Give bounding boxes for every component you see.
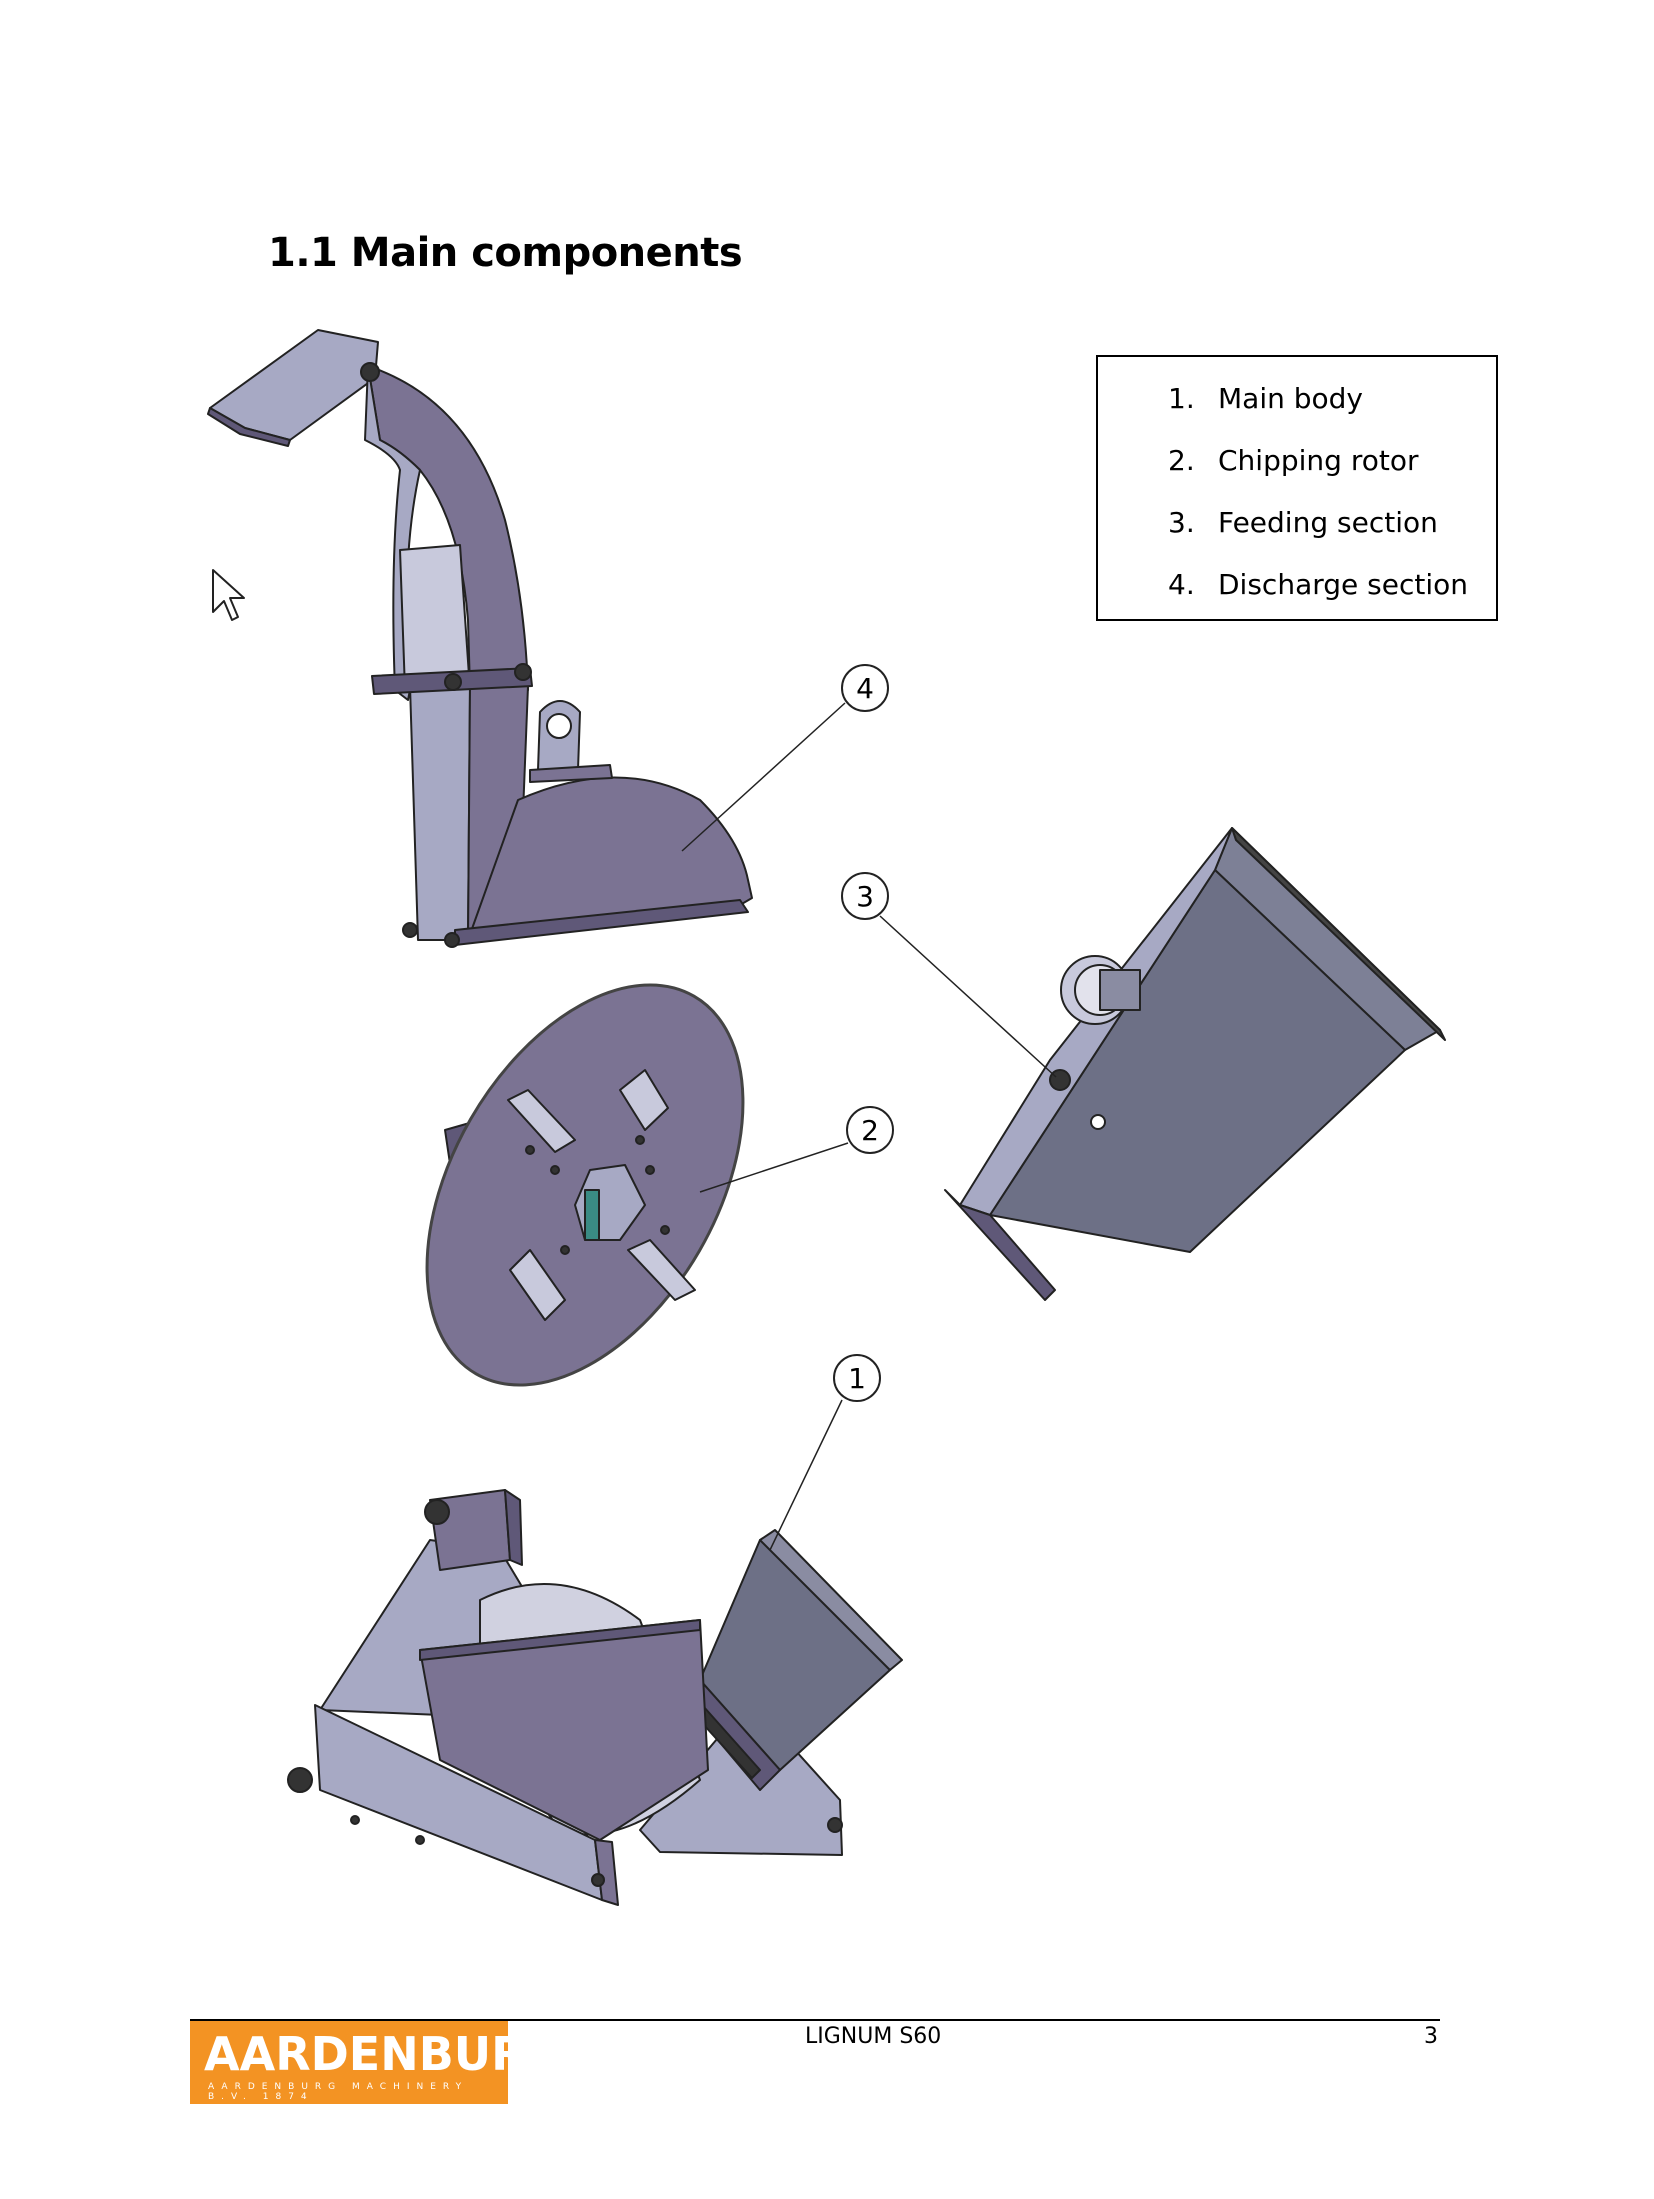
footer-product-name: LIGNUM S60 — [805, 2024, 942, 2049]
logo-subtext: AARDENBURG MACHINERY B.V. 1874 — [208, 2082, 469, 2102]
footer-rule — [190, 2019, 1440, 2021]
page-number: 3 — [1424, 2024, 1438, 2049]
legend-item-number: 3. — [1168, 505, 1195, 539]
logo-text: AARDENBURG — [204, 2027, 565, 2081]
callout-2: 2 — [699, 1106, 894, 1193]
callout-number: 4 — [856, 672, 874, 705]
callout-4: 4 — [681, 664, 889, 852]
legend-item-label: Feeding section — [1218, 505, 1438, 539]
feeding-section-drawing — [944, 827, 1446, 1301]
components-legend: 1. Main body 2. Chipping rotor 3. Feedin… — [1096, 355, 1498, 621]
legend-list: 1. Main body 2. Chipping rotor 3. Feedin… — [1168, 367, 1468, 615]
legend-item: 1. Main body — [1168, 367, 1468, 429]
mouse-cursor-icon — [212, 569, 245, 621]
callout-number: 1 — [848, 1362, 866, 1395]
callout-number: 3 — [856, 880, 874, 913]
callout-1: 1 — [769, 1354, 881, 1551]
legend-item: 2. Chipping rotor — [1168, 429, 1468, 491]
legend-item: 4. Discharge section — [1168, 553, 1468, 615]
legend-item-number: 2. — [1168, 443, 1195, 477]
callout-number: 2 — [861, 1114, 879, 1147]
company-logo: AARDENBURG AARDENBURG MACHINERY B.V. 187… — [190, 2021, 564, 2104]
page-title: 1.1 Main components — [268, 230, 743, 276]
callout-3: 3 — [841, 872, 1057, 1078]
main-body-drawing — [287, 1489, 903, 1906]
legend-item-number: 1. — [1168, 381, 1195, 415]
chipping-rotor-drawing — [425, 983, 745, 1387]
legend-item-label: Main body — [1218, 381, 1363, 415]
legend-item-label: Discharge section — [1218, 567, 1468, 601]
legend-item-label: Chipping rotor — [1218, 443, 1419, 477]
legend-item: 3. Feeding section — [1168, 491, 1468, 553]
discharge-section-drawing — [207, 329, 753, 948]
legend-item-number: 4. — [1168, 567, 1195, 601]
